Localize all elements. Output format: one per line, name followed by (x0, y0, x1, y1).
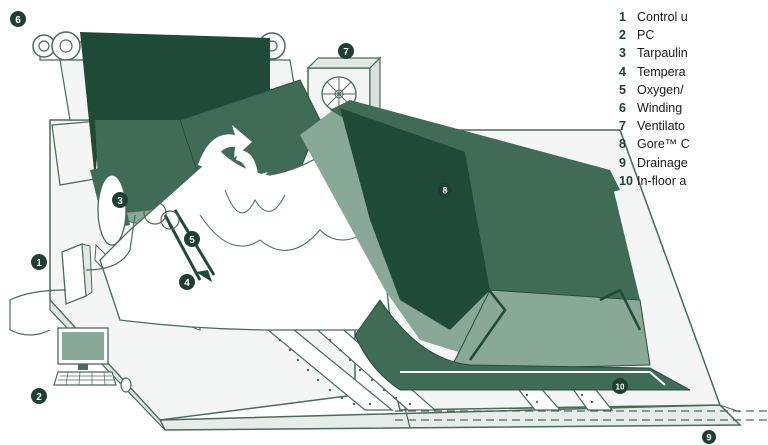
svg-text:4: 4 (184, 278, 190, 289)
legend-label: In-floor a (637, 174, 686, 188)
callout-6: 6 (10, 11, 26, 27)
svg-text:3: 3 (117, 196, 123, 207)
svg-text:5: 5 (189, 235, 195, 246)
legend-item-5: 5 Oxygen/ (619, 83, 768, 101)
legend-label: Tempera (637, 65, 686, 79)
legend-item-10: 10 In-floor a (619, 174, 768, 192)
svg-text:7: 7 (343, 47, 349, 58)
legend-number: 3 (619, 46, 637, 60)
legend-number: 10 (619, 174, 637, 188)
svg-text:10: 10 (616, 383, 625, 392)
legend-label: Gore™ C (637, 137, 690, 151)
callout-9: 9 (702, 430, 716, 444)
legend-number: 5 (619, 83, 637, 97)
legend-item-9: 9 Drainage (619, 156, 768, 174)
legend-item-6: 6 Winding (619, 101, 768, 119)
svg-text:6: 6 (15, 15, 21, 26)
callout-5: 5 (184, 231, 200, 247)
legend-item-1: 1 Control u (619, 10, 768, 28)
legend-number: 4 (619, 65, 637, 79)
legend-label: Ventilato (637, 119, 685, 133)
callout-3: 3 (112, 192, 128, 208)
legend-item-3: 3 Tarpaulin (619, 46, 768, 64)
legend-number: 1 (619, 10, 637, 24)
svg-text:9: 9 (706, 433, 711, 443)
svg-text:2: 2 (36, 392, 42, 403)
legend-number: 8 (619, 137, 637, 151)
legend: 1 Control u 2 PC 3 Tarpaulin 4 Tempera 5… (619, 10, 768, 192)
svg-text:8: 8 (442, 186, 447, 196)
legend-item-7: 7 Ventilato (619, 119, 768, 137)
legend-label: Winding (637, 101, 682, 115)
legend-number: 9 (619, 156, 637, 170)
callout-7: 7 (338, 43, 354, 59)
legend-number: 6 (619, 101, 637, 115)
callout-1: 1 (31, 254, 47, 270)
svg-text:1: 1 (36, 258, 42, 269)
callout-10: 10 (612, 378, 628, 394)
legend-label: PC (637, 28, 654, 42)
legend-label: Oxygen/ (637, 83, 684, 97)
legend-item-8: 8 Gore™ C (619, 137, 768, 155)
legend-item-2: 2 PC (619, 28, 768, 46)
legend-label: Control u (637, 10, 688, 24)
legend-label: Drainage (637, 156, 688, 170)
callout-2: 2 (31, 388, 47, 404)
legend-number: 2 (619, 28, 637, 42)
callout-4: 4 (179, 274, 195, 290)
legend-item-4: 4 Tempera (619, 65, 768, 83)
legend-number: 7 (619, 119, 637, 133)
callout-8: 8 (438, 183, 452, 197)
legend-label: Tarpaulin (637, 46, 688, 60)
